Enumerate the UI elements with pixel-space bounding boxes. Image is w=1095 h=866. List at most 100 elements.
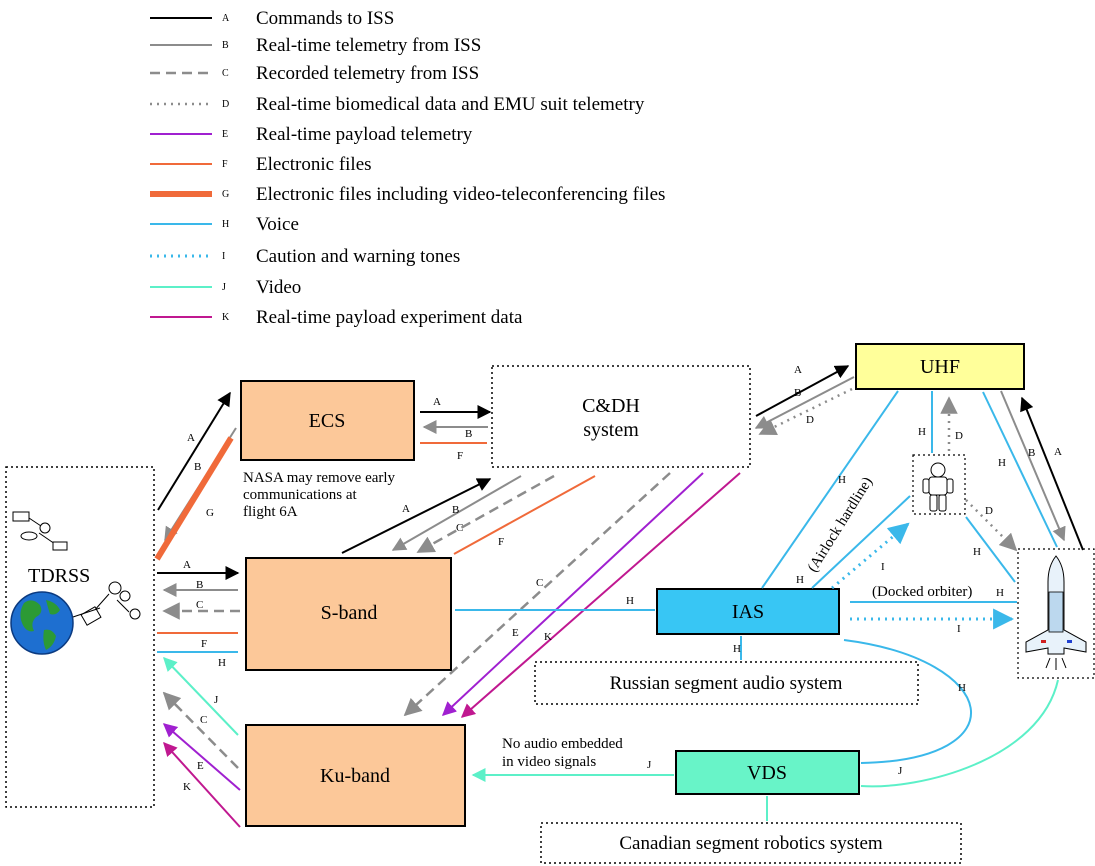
audio-note-line1: No audio embedded — [502, 736, 623, 752]
legend-label: Recorded telemetry from ISS — [256, 63, 479, 84]
legend-letter: D — [222, 99, 229, 110]
canadian-segment-label: Canadian segment robotics system — [619, 833, 883, 854]
label-j: J — [898, 765, 903, 777]
russian-segment-node: Russian segment audio system — [534, 661, 919, 705]
label-f: F — [457, 450, 463, 462]
label-e: E — [512, 627, 519, 639]
legend-letter: A — [222, 13, 230, 24]
label-a: A — [433, 396, 441, 408]
label-h: H — [626, 595, 634, 607]
label-b: B — [794, 387, 801, 399]
audio-note-line2: in video signals — [502, 754, 596, 770]
cdh-label-line1: C&DH — [582, 395, 640, 417]
legend-item-b: B Real-time telemetry from ISS — [150, 35, 481, 56]
legend-letter: G — [222, 189, 229, 200]
legend-item-g: G Electronic files including video-telec… — [150, 184, 665, 205]
label-h: H — [918, 426, 926, 438]
docked-note: (Docked orbiter) — [872, 584, 972, 600]
label-i: I — [957, 623, 961, 635]
label-c: C — [196, 599, 203, 611]
legend-label: Caution and warning tones — [256, 246, 460, 267]
label-j: J — [647, 759, 652, 771]
cdh-label-line2: system — [583, 419, 639, 441]
legend-label: Electronic files — [256, 154, 372, 175]
nasa-note-line2: communications at — [243, 487, 358, 503]
label-h: H — [796, 574, 804, 586]
shuttle-node — [1017, 548, 1095, 679]
label-b: B — [1028, 447, 1035, 459]
legend-item-k: K Real-time payload experiment data — [150, 307, 523, 328]
astronaut-icon — [922, 462, 954, 512]
legend-item-f: F Electronic files — [150, 154, 372, 175]
legend-letter: H — [222, 219, 229, 230]
cdh-node: C&DH system — [491, 365, 751, 468]
legend-item-c: C Recorded telemetry from ISS — [150, 63, 479, 84]
ias-node: IAS — [656, 588, 840, 635]
label-b: B — [194, 461, 201, 473]
astronaut-node — [912, 454, 966, 515]
label-h: H — [996, 587, 1004, 599]
legend-label: Commands to ISS — [256, 8, 394, 29]
legend-item-e: E Real-time payload telemetry — [150, 124, 473, 145]
label-c: C — [200, 714, 207, 726]
tdrss-node: TDRSS — [5, 466, 155, 808]
legend-letter: B — [222, 40, 229, 51]
legend-letter: J — [222, 282, 226, 293]
label-g: G — [206, 507, 214, 519]
legend-label: Video — [256, 277, 301, 298]
tdrss-satellite-icon — [12, 511, 141, 626]
uhf-label: UHF — [920, 356, 960, 378]
ecs-node: ECS — [240, 380, 415, 461]
label-b: B — [452, 504, 459, 516]
label-d: D — [985, 505, 993, 517]
label-b: B — [465, 428, 472, 440]
vds-node: VDS — [675, 750, 860, 795]
kuband-node: Ku-band — [245, 724, 466, 827]
label-h: H — [958, 682, 966, 694]
tdrss-label: TDRSS — [28, 565, 90, 587]
vds-label: VDS — [747, 762, 787, 784]
label-c: C — [456, 522, 463, 534]
legend-label: Real-time biomedical data and EMU suit t… — [256, 94, 645, 115]
label-a: A — [794, 364, 802, 376]
legend-item-d: D Real-time biomedical data and EMU suit… — [150, 94, 645, 115]
label-b: B — [196, 579, 203, 591]
label-k: K — [183, 781, 191, 793]
label-d: D — [955, 430, 963, 442]
label-h: H — [973, 546, 981, 558]
label-h: H — [733, 643, 741, 655]
legend-item-a: A Commands to ISS — [150, 8, 394, 29]
label-a: A — [1054, 446, 1062, 458]
label-e: E — [197, 760, 204, 772]
label-k: K — [544, 631, 552, 643]
legend-item-h: H Voice — [150, 214, 299, 235]
ias-label: IAS — [732, 601, 764, 623]
label-a: A — [183, 559, 191, 571]
legend-label: Real-time payload telemetry — [256, 124, 473, 145]
nasa-note-line1: NASA may remove early — [243, 470, 396, 486]
label-f: F — [201, 638, 207, 650]
legend-item-j: J Video — [150, 277, 301, 298]
legend-letter: E — [222, 129, 228, 140]
sband-label: S-band — [321, 602, 378, 624]
label-i: I — [881, 561, 885, 573]
legend-label: Voice — [256, 214, 299, 235]
legend-letter: F — [222, 159, 228, 170]
legend-label: Electronic files including video-telecon… — [256, 184, 665, 205]
legend-letter: K — [222, 312, 230, 323]
legend-label: Real-time telemetry from ISS — [256, 35, 481, 56]
label-a: A — [187, 432, 195, 444]
legend: A Commands to ISS B Real-time telemetry … — [150, 8, 665, 328]
label-h: H — [218, 657, 226, 669]
canadian-segment-node: Canadian segment robotics system — [540, 822, 962, 864]
label-a: A — [402, 503, 410, 515]
label-h: H — [998, 457, 1006, 469]
label-f: F — [498, 536, 504, 548]
label-h: H — [838, 474, 846, 486]
earth-globe-icon — [10, 591, 74, 655]
space-shuttle-icon — [1025, 555, 1087, 670]
ecs-label: ECS — [309, 410, 346, 432]
label-j: J — [214, 694, 219, 706]
kuband-label: Ku-band — [320, 765, 390, 787]
